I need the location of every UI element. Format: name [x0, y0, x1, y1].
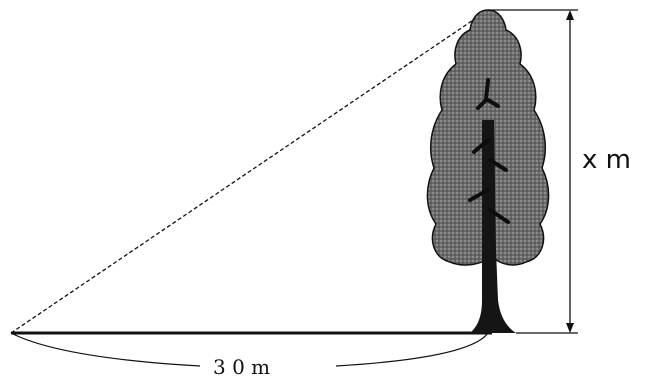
tree-branches: [468, 78, 510, 224]
distance-brace-right: [335, 332, 489, 367]
height-label: x m: [582, 145, 631, 175]
tree-trunk: [470, 120, 516, 333]
height-arrow-bottom-head: [566, 323, 574, 333]
sight-line: [10, 9, 489, 334]
distance-brace-left: [10, 332, 201, 367]
distance-label: 3 0 m: [213, 355, 270, 379]
height-arrow-top-head: [566, 10, 574, 20]
